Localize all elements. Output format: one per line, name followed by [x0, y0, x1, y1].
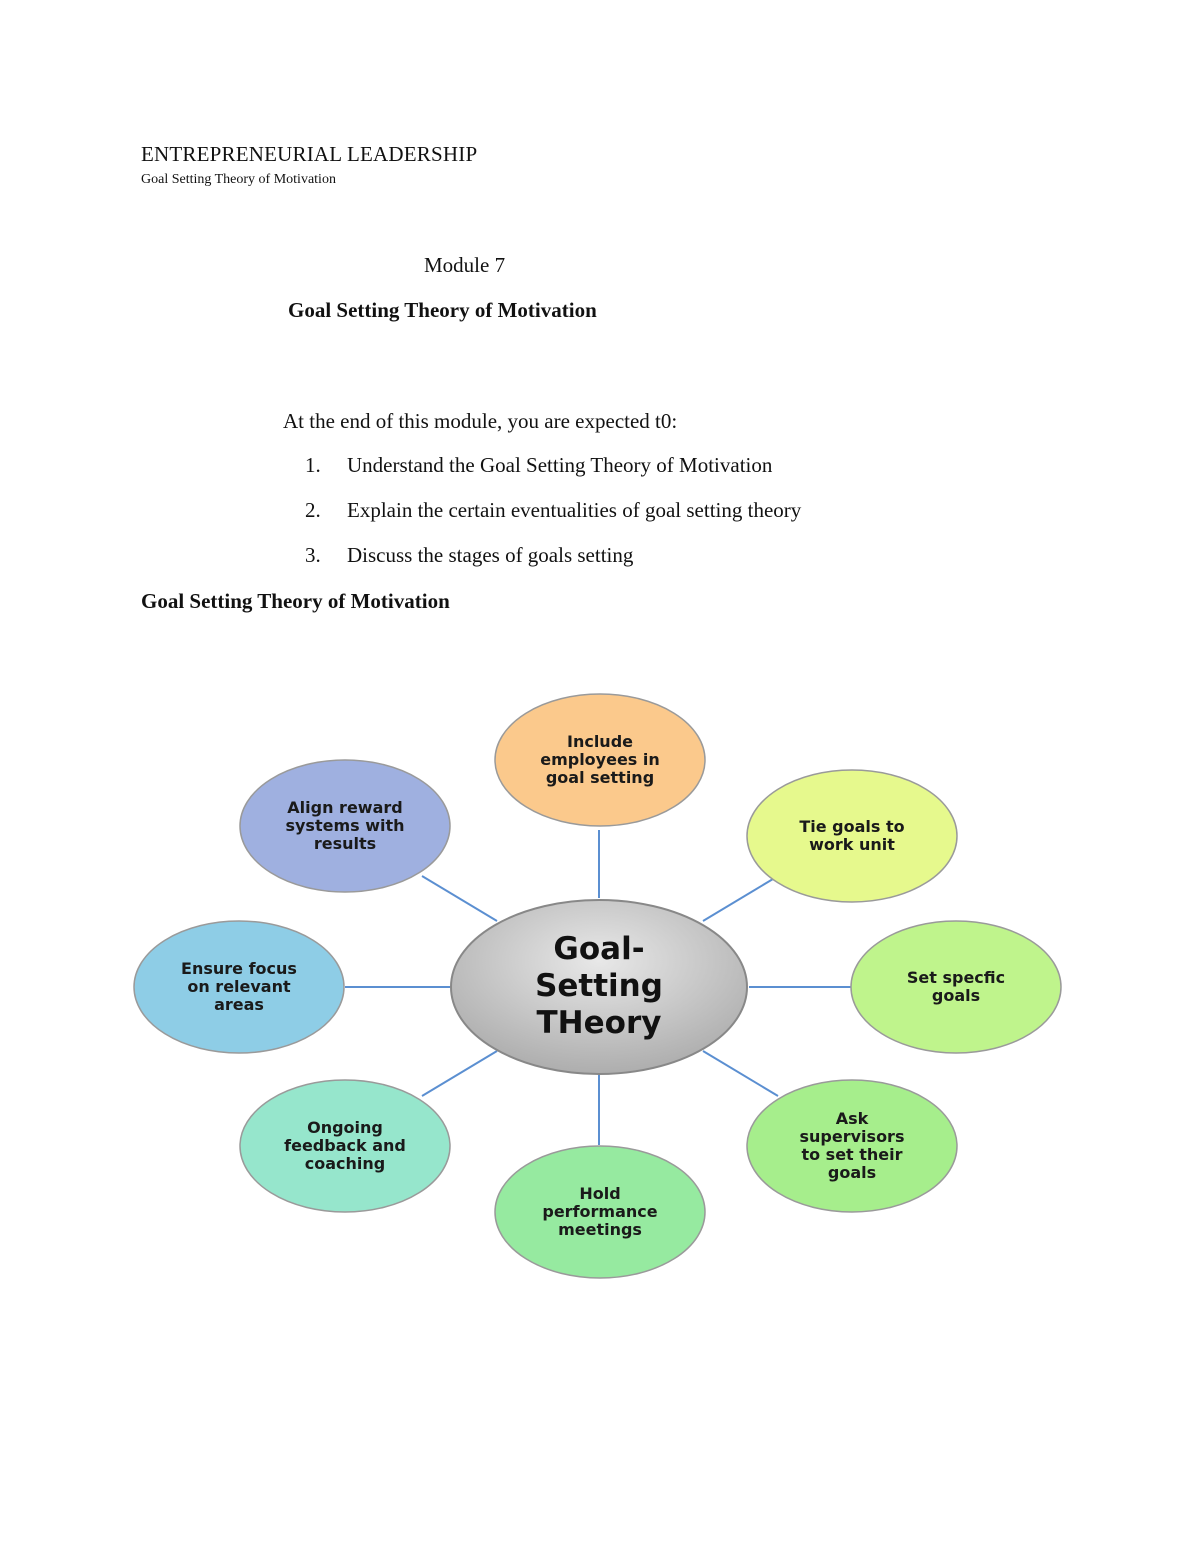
node-label-line: performance: [542, 1202, 657, 1221]
objective-number: 2.: [305, 498, 321, 522]
node-label-line: Include: [567, 732, 633, 751]
node-label-line: on relevant: [187, 977, 291, 996]
objective-text: Discuss the stages of goals setting: [347, 543, 634, 567]
center-node: Goal- Setting THeory: [450, 899, 748, 1075]
header-title: ENTREPRENEURIAL LEADERSHIP: [141, 142, 478, 166]
node-label-line: meetings: [558, 1220, 642, 1239]
node-ellipse: [746, 769, 958, 903]
node-ellipse: [133, 920, 345, 1054]
node-ellipse: [746, 1079, 958, 1213]
node-label-line: coaching: [305, 1154, 385, 1173]
node-ellipse: [239, 759, 451, 893]
node-label-line: supervisors: [800, 1127, 905, 1146]
node-label-line: Ask: [836, 1109, 869, 1128]
header-subtitle: Goal Setting Theory of Motivation: [141, 172, 336, 187]
center-ellipse: [450, 899, 748, 1075]
objective-number: 3.: [305, 543, 321, 567]
objective-item: 1. Understand the Goal Setting Theory of…: [305, 453, 801, 498]
connectors: [345, 830, 852, 1145]
module-label: Module 7: [424, 253, 506, 277]
node-ellipse: [239, 1079, 451, 1213]
node-label-line: Set specfic: [907, 968, 1005, 987]
node-ellipse: [850, 920, 1062, 1054]
objective-number: 1.: [305, 453, 321, 477]
node-label-line: employees in: [540, 750, 660, 769]
node-label-line: work unit: [809, 835, 895, 854]
node-label-line: areas: [214, 995, 264, 1014]
center-label-line: Setting: [535, 968, 663, 1004]
node-label-line: results: [314, 834, 376, 853]
connector-line: [702, 875, 779, 922]
node-label-line: goal setting: [546, 768, 654, 787]
connector-line: [421, 875, 498, 922]
node-label-line: Ensure focus: [181, 959, 297, 978]
node-label-line: Tie goals to: [799, 817, 904, 836]
node-label-line: Align reward: [287, 798, 402, 817]
node-label-line: systems with: [285, 816, 404, 835]
module-title: Goal Setting Theory of Motivation: [288, 298, 597, 322]
node-label-line: goals: [828, 1163, 876, 1182]
node-ellipse: [494, 693, 706, 827]
section-heading: Goal Setting Theory of Motivation: [141, 589, 450, 613]
connector-line: [421, 1050, 498, 1097]
node-label-line: Ongoing: [307, 1118, 383, 1137]
node-label-line: Hold: [579, 1184, 620, 1203]
node-ellipse: [494, 1145, 706, 1279]
node-label-line: goals: [932, 986, 980, 1005]
center-label-line: THeory: [537, 1005, 662, 1041]
objective-item: 3. Discuss the stages of goals setting: [305, 543, 801, 588]
objective-item: 2. Explain the certain eventualities of …: [305, 498, 801, 543]
node-label-line: feedback and: [284, 1136, 406, 1155]
objectives-list: 1. Understand the Goal Setting Theory of…: [305, 453, 801, 588]
objective-text: Explain the certain eventualities of goa…: [347, 498, 802, 522]
node-label-line: to set their: [801, 1145, 902, 1164]
connector-line: [702, 1050, 779, 1097]
objective-text: Understand the Goal Setting Theory of Mo…: [347, 453, 773, 477]
objectives-intro: At the end of this module, you are expec…: [283, 409, 678, 433]
center-label-line: Goal-: [553, 931, 644, 967]
